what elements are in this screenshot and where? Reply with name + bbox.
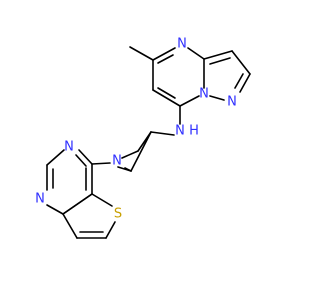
atom-nh-h: H bbox=[189, 124, 199, 139]
bond-az-c2-n bbox=[121, 150, 139, 159]
bond-c4-n3 bbox=[78, 149, 93, 165]
bond-n4-c3a bbox=[187, 47, 205, 60]
bond-az-n-c4b bbox=[117, 166, 132, 172]
bond-c3a-c3-inner bbox=[209, 57, 231, 65]
bond-az-n-c4-thieno bbox=[91, 162, 111, 165]
bond-c7-c6 bbox=[152, 89, 181, 107]
bond-c5-c7a bbox=[62, 213, 78, 239]
bond-n3-c2 bbox=[46, 149, 65, 166]
bonds bbox=[46, 46, 251, 239]
atom-n-bridge: N bbox=[199, 87, 209, 102]
bond-n-bridge-c7 bbox=[179, 95, 200, 107]
atom-labels: N N N N H N N N S bbox=[35, 37, 237, 222]
bond-c7-c6-inner bbox=[157, 87, 176, 99]
atom-n-pyrazole: N bbox=[227, 95, 237, 110]
atom-n-pyrimidine-top: N bbox=[177, 37, 187, 52]
bond-c4a-s bbox=[91, 193, 113, 207]
bond-az-c4-c3 bbox=[130, 131, 152, 172]
molecule-canvas: N N N N H N N N S bbox=[35, 37, 251, 239]
bond-c3-c2 bbox=[231, 50, 251, 75]
bond-nh-azetidine bbox=[150, 131, 175, 136]
atom-s-thiophene: S bbox=[114, 207, 122, 222]
bond-c7a-c4a-thio bbox=[62, 193, 93, 215]
bond-c3a-c3 bbox=[203, 50, 233, 60]
bond-c5-n4 bbox=[152, 47, 176, 61]
bond-c5-n4-inner bbox=[157, 54, 174, 64]
bond-methyl bbox=[129, 46, 154, 61]
bond-s-c6 bbox=[105, 221, 116, 239]
atom-n-azetidine: N bbox=[112, 154, 122, 169]
bond-c2-n-pyrazole bbox=[239, 73, 251, 93]
molecule-structure: N N N N H N N N S bbox=[35, 37, 251, 239]
bond-n-pyrazole-n-bridge bbox=[209, 95, 225, 101]
atom-nh-n: N bbox=[175, 124, 185, 139]
bond-c2-n-pyrazole-inner bbox=[234, 73, 244, 89]
atom-n-thieno-upper: N bbox=[64, 140, 74, 155]
bond-n1-c7a bbox=[46, 204, 64, 215]
bond-c4-n3-inner bbox=[75, 154, 87, 167]
atom-n-thieno-lower: N bbox=[35, 192, 45, 207]
